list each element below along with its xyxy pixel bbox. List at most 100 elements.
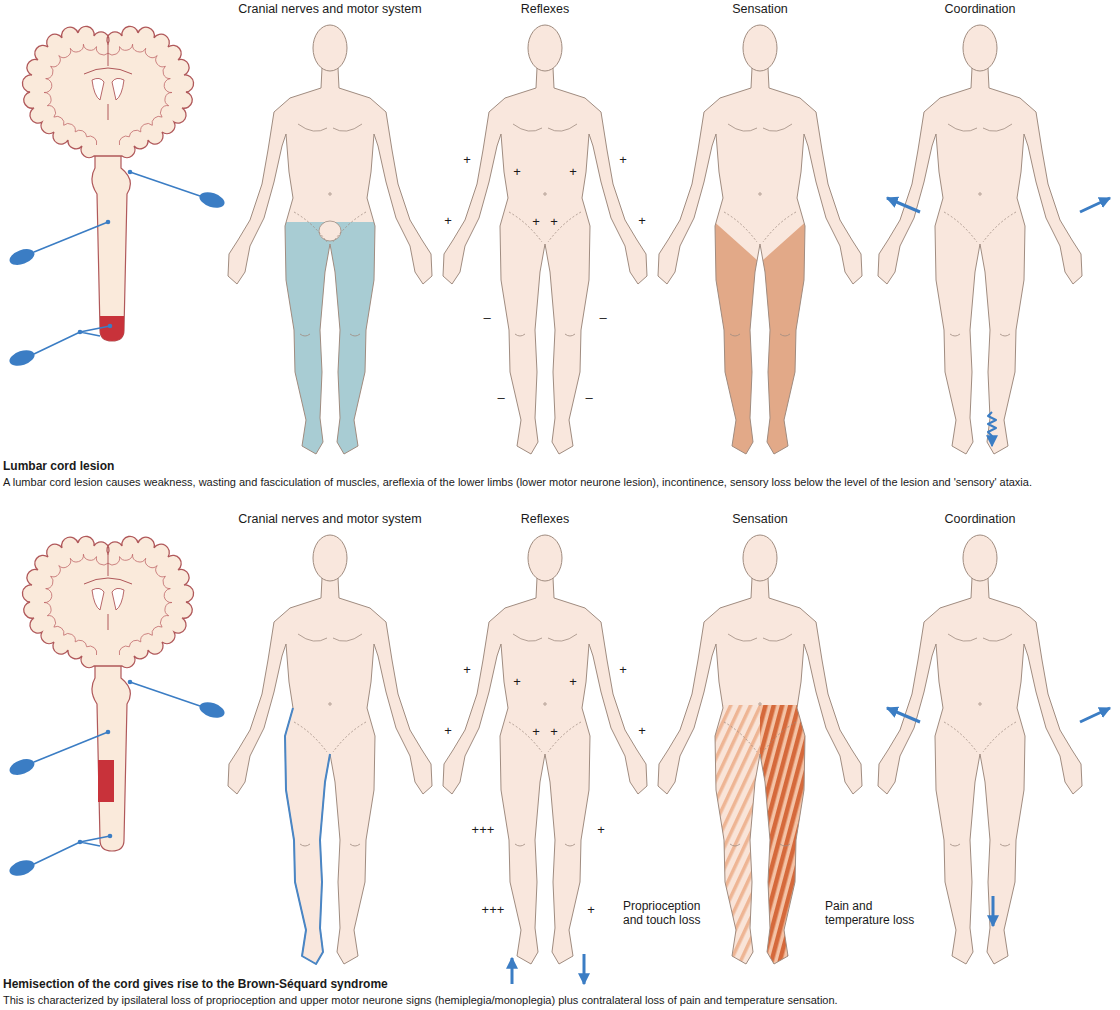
- column-heading: Coordination: [945, 2, 1016, 16]
- body-figure: [658, 68, 862, 454]
- panel-caption: Hemisection of the cord gives rise to th…: [3, 978, 388, 992]
- weakness-area: [280, 222, 380, 462]
- reflex-sign: +++: [482, 903, 505, 918]
- panel-description: A lumbar cord lesion causes weakness, wa…: [3, 476, 1115, 489]
- cord-diagram: [22, 536, 193, 851]
- body-figure: [878, 68, 1082, 454]
- reflex-sign: –: [599, 311, 606, 326]
- reflex-sign: –: [483, 311, 490, 326]
- body-figure: [528, 25, 562, 71]
- body-figure: [443, 578, 647, 964]
- panel-description: This is characterized by ipsilateral los…: [3, 994, 1115, 1007]
- body-figure: [724, 124, 796, 336]
- column-heading: Cranial nerves and motor system: [238, 512, 421, 526]
- body-figure: [878, 25, 1110, 454]
- reflex-sign: +: [550, 725, 558, 740]
- ataxia-arrow: [1080, 708, 1110, 722]
- reflex-sign: –: [497, 391, 504, 406]
- column-heading: Cranial nerves and motor system: [238, 2, 421, 16]
- ataxia-arrow: [887, 708, 920, 722]
- reflex-sign: +++: [472, 823, 495, 838]
- reflex-sign: +: [444, 214, 452, 229]
- body-figure: [944, 634, 1016, 846]
- body-figure: [443, 68, 647, 454]
- lesion: [98, 760, 114, 802]
- body-figure: [228, 68, 432, 454]
- body-figure: [743, 25, 777, 71]
- body-figure: [509, 124, 581, 336]
- column-heading: Sensation: [732, 512, 788, 526]
- reflex-sign: +: [587, 903, 595, 918]
- body-figure: [658, 25, 862, 462]
- cord-diagram: [7, 680, 226, 879]
- plantar-arrow: [511, 958, 514, 984]
- plantar-arrow: [512, 954, 584, 984]
- sensory-loss-label: Proprioception and touch loss: [623, 900, 718, 928]
- ataxia-arrow: [992, 896, 995, 926]
- cord-diagram: [7, 26, 226, 368]
- reflex-sign: +: [513, 675, 521, 690]
- reflex-sign: +: [638, 724, 646, 739]
- reflex-sign: +: [638, 214, 646, 229]
- reflex-sign: +: [597, 823, 605, 838]
- body-figure: [228, 535, 432, 964]
- body-figure: [319, 221, 341, 241]
- body-figure: [228, 25, 432, 462]
- reflex-sign: +: [532, 215, 540, 230]
- body-figure: [878, 535, 1110, 964]
- panel-caption: Lumbar cord lesion: [3, 460, 114, 474]
- body-figure: [313, 25, 347, 71]
- reflex-sign: +: [463, 663, 471, 678]
- body-figure: [509, 634, 581, 846]
- reflex-sign: +: [569, 675, 577, 690]
- ataxia-arrow: [887, 708, 1110, 926]
- ataxia-arrow: [1080, 198, 1110, 212]
- body-figure: [944, 124, 1016, 336]
- ataxia-arrow: [988, 412, 996, 446]
- lesion: [100, 316, 124, 341]
- reflex-sign: +: [463, 153, 471, 168]
- body-figure: [443, 535, 647, 984]
- reflex-sign: –: [585, 391, 592, 406]
- body-figure: [228, 68, 432, 454]
- reflex-sign: +: [619, 663, 627, 678]
- body-figure: [443, 578, 647, 964]
- column-heading: Coordination: [945, 512, 1016, 526]
- body-figure: [228, 578, 432, 964]
- body-figure: [443, 68, 647, 454]
- body-figure: [294, 634, 366, 846]
- sensory-loss-label: Pain and temperature loss: [825, 900, 925, 928]
- cord-diagram: [22, 26, 193, 341]
- body-figure: [313, 535, 347, 581]
- body-figure: [294, 124, 366, 336]
- body-figure: [228, 578, 432, 964]
- plantar-arrow: [583, 954, 586, 984]
- cord-diagram: [7, 536, 226, 878]
- monoplegia-outline: [285, 708, 330, 964]
- reflex-sign: +: [444, 724, 452, 739]
- body-figure: [963, 25, 997, 71]
- ataxia-arrow: [887, 198, 920, 212]
- reflex-sign: +: [513, 165, 521, 180]
- sensory-loss-area: [710, 218, 810, 462]
- body-figure: [878, 68, 1082, 454]
- column-heading: Reflexes: [521, 512, 570, 526]
- reflex-sign: +: [619, 153, 627, 168]
- ataxia-arrow: [887, 198, 1110, 446]
- body-figure: [443, 25, 647, 454]
- column-heading: Sensation: [732, 2, 788, 16]
- body-figure: [528, 535, 562, 581]
- body-figure: [743, 535, 777, 581]
- column-heading: Reflexes: [521, 2, 570, 16]
- reflex-sign: +: [532, 725, 540, 740]
- body-figure: [878, 578, 1082, 964]
- reflex-sign: +: [569, 165, 577, 180]
- reflex-sign: +: [550, 215, 558, 230]
- cord-diagram: [7, 170, 226, 369]
- body-figure: [963, 535, 997, 581]
- body-figure: [658, 68, 862, 454]
- body-figure: [878, 578, 1082, 964]
